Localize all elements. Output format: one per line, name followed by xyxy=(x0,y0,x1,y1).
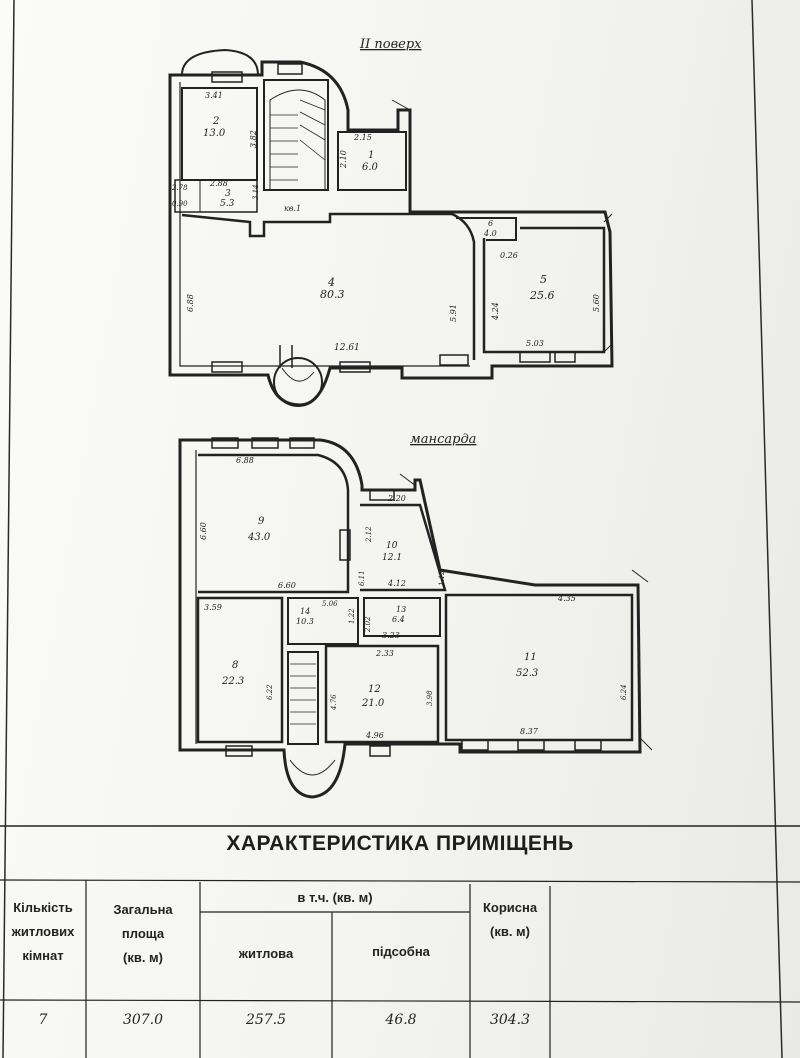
right-border-line xyxy=(751,0,783,1058)
room-4: 4 80.3 xyxy=(320,276,345,301)
dim: 6.24 xyxy=(620,684,628,700)
room-1: 1 6.0 xyxy=(362,150,379,173)
dim: 12.61 xyxy=(334,343,360,353)
dim: 1.22 xyxy=(348,608,356,624)
svg-text:43.0: 43.0 xyxy=(247,532,271,543)
dim: 2.02 xyxy=(364,616,372,633)
dim: 0.26 xyxy=(500,251,518,260)
svg-text:21.0: 21.0 xyxy=(361,698,385,709)
header-useful-area: Корисна (кв. м) xyxy=(482,900,538,939)
dim: 2.78 xyxy=(171,184,188,192)
value-auxiliary: 46.8 xyxy=(385,1012,417,1028)
room-12: 12 21.0 xyxy=(361,684,385,709)
dim: 2.15 xyxy=(353,133,372,142)
dim: 2.12 xyxy=(365,526,373,543)
dim: 3.98 xyxy=(426,690,434,706)
room-8: 8 22.3 xyxy=(221,660,244,687)
value-useful-area: 304.3 xyxy=(489,1012,531,1028)
dim: 5.60 xyxy=(592,294,601,312)
room-11: 11 52.3 xyxy=(516,652,538,679)
svg-text:10: 10 xyxy=(386,541,398,551)
dim: кв.1 xyxy=(284,204,301,213)
dim: 4.35 xyxy=(557,594,576,603)
svg-text:22.3: 22.3 xyxy=(221,676,244,687)
dim: 6.22 xyxy=(266,684,274,700)
header-living: житлова xyxy=(238,946,294,961)
header-rooms: Кількість житлових кімнат xyxy=(11,900,75,963)
dim: 8.37 xyxy=(520,727,539,736)
floor2-title: II поверх xyxy=(359,37,422,52)
svg-text:6: 6 xyxy=(488,219,493,228)
value-living: 257.5 xyxy=(245,1012,287,1028)
attic-labels: мансарда 9 43.0 10 12.1 14 10.3 13 6.4 1… xyxy=(199,432,628,740)
room-3: 3 5.3 xyxy=(220,189,235,209)
svg-text:6.4: 6.4 xyxy=(392,615,405,624)
dim: 2.33 xyxy=(375,649,394,658)
svg-text:4: 4 xyxy=(327,276,335,289)
room-9: 9 43.0 xyxy=(247,516,271,543)
svg-text:12: 12 xyxy=(368,684,381,695)
dim: 5.03 xyxy=(526,339,544,348)
svg-text:2: 2 xyxy=(212,116,219,127)
dim: 5.91 xyxy=(449,304,458,322)
svg-text:5.3: 5.3 xyxy=(220,199,235,209)
dim: 4.12 xyxy=(387,579,406,588)
dim: 6.88 xyxy=(186,294,195,312)
room-10: 10 12.1 xyxy=(382,541,402,563)
svg-text:13: 13 xyxy=(396,605,406,614)
dim: 6.88 xyxy=(236,456,254,465)
svg-text:6.0: 6.0 xyxy=(362,162,379,173)
dim: 3.82 xyxy=(249,130,258,148)
dim: 3.23 xyxy=(382,631,400,640)
dim: 3.59 xyxy=(204,603,222,612)
dim: 5.06 xyxy=(322,600,338,608)
floor2-labels: II поверх 2 13.0 3 5.3 1 6.0 4 80.3 5 25… xyxy=(171,37,601,353)
dim: 2.10 xyxy=(339,150,348,169)
dim: 6.11 xyxy=(358,570,366,586)
svg-text:8: 8 xyxy=(232,660,238,671)
dim: 3.14 xyxy=(252,184,260,200)
dim: 2.20 xyxy=(387,494,406,503)
room-5: 5 25.6 xyxy=(529,273,555,302)
dim: 6.60 xyxy=(199,522,208,540)
header-total-area: Загальна площа (кв. м) xyxy=(113,902,173,965)
table-title: ХАРАКТЕРИСТИКА ПРИМІЩЕНЬ xyxy=(226,832,574,855)
svg-text:1: 1 xyxy=(368,150,374,161)
attic-title: мансарда xyxy=(410,432,476,447)
svg-text:9: 9 xyxy=(258,516,265,527)
svg-text:3: 3 xyxy=(225,189,231,199)
svg-text:5: 5 xyxy=(540,273,547,286)
rooms-table-grid xyxy=(0,825,800,1058)
header-auxiliary: підсобна xyxy=(372,944,430,959)
dim: 1.12 xyxy=(438,570,446,586)
svg-text:4.0: 4.0 xyxy=(483,229,497,238)
room-14: 14 10.3 xyxy=(296,607,314,626)
room-6: 6 4.0 xyxy=(483,219,497,238)
room-2: 2 13.0 xyxy=(203,116,226,139)
header-including: в т.ч. (кв. м) xyxy=(297,890,373,905)
svg-text:11: 11 xyxy=(524,652,537,663)
value-total-area: 307.0 xyxy=(122,1012,164,1028)
svg-text:25.6: 25.6 xyxy=(529,289,555,302)
left-border-line xyxy=(2,0,15,1058)
dim: 4.24 xyxy=(491,302,500,321)
dim: 0.90 xyxy=(172,200,188,208)
dim: 4.96 xyxy=(365,731,384,740)
svg-text:13.0: 13.0 xyxy=(203,128,226,139)
svg-text:80.3: 80.3 xyxy=(320,288,345,301)
svg-text:14: 14 xyxy=(300,607,310,616)
value-rooms: 7 xyxy=(38,1012,48,1028)
attic-plan xyxy=(178,437,653,799)
dim: 4.76 xyxy=(330,694,338,711)
room-13: 13 6.4 xyxy=(392,605,406,624)
floor2-plan xyxy=(168,48,614,407)
dim: 3.41 xyxy=(205,91,223,100)
dim: 2.88 xyxy=(209,179,228,188)
svg-text:10.3: 10.3 xyxy=(296,617,314,626)
svg-text:52.3: 52.3 xyxy=(516,668,538,679)
svg-text:12.1: 12.1 xyxy=(382,553,402,563)
dim: 6.60 xyxy=(278,581,296,590)
